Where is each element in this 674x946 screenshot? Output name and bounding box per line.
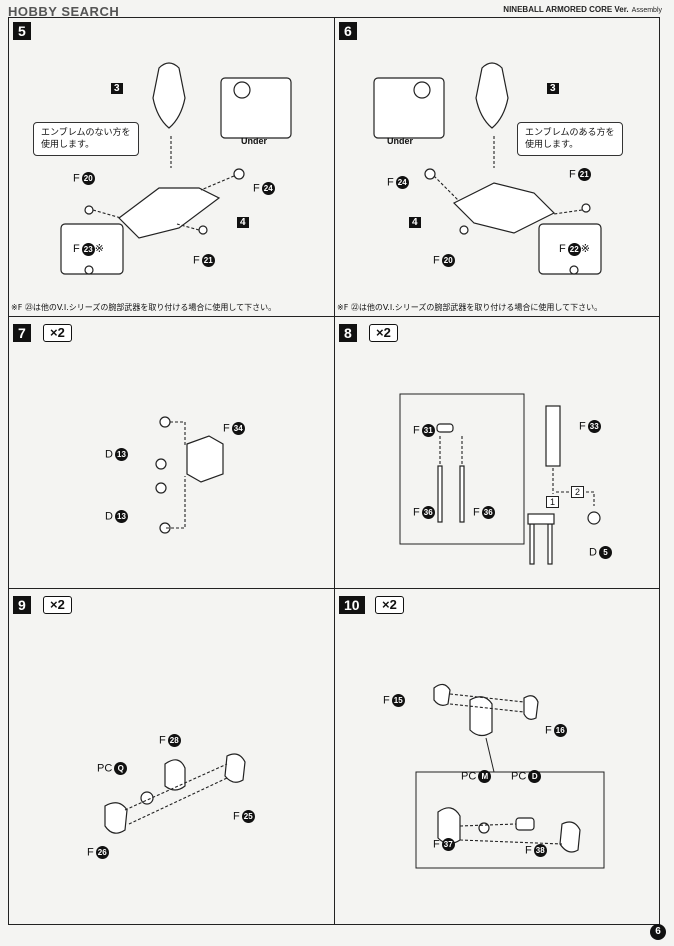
grid-divider: [9, 588, 659, 590]
step-9-illustration: [104, 753, 246, 834]
step-7-number: 7: [13, 324, 31, 342]
step-8-number: 8: [339, 324, 357, 342]
step-6-illustration: [373, 62, 602, 275]
site-logo: HOBBY SEARCH: [8, 4, 120, 19]
part-block-3: 3: [547, 82, 559, 94]
sequence-marker-1: 1: [546, 496, 560, 508]
step-5-number: 5: [13, 22, 31, 40]
sequence-marker-2: 2: [571, 486, 585, 498]
step-10-number: 10: [339, 596, 365, 614]
step-6-footnote: ※F ㉒は他のV.I.シリーズの腕部武器を取り付ける場合に使用して下さい。: [337, 303, 603, 312]
step-9-number: 9: [13, 596, 31, 614]
part-4-shape: [118, 187, 221, 239]
step-9-multiplier: ×2: [43, 596, 72, 614]
step-10-illustration: [415, 683, 605, 869]
step-8-multiplier: ×2: [369, 324, 398, 342]
step-10-multiplier: ×2: [375, 596, 404, 614]
manual-title: NINEBALL ARMORED CORE Ver.Assembly: [503, 5, 662, 14]
grid-divider: [9, 316, 659, 318]
step-5-footnote: ※F ㉓は他のV.I.シリーズの腕部武器を取り付ける場合に使用して下さい。: [11, 303, 277, 312]
under-label: Under: [241, 136, 268, 146]
step-7-multiplier: ×2: [43, 324, 72, 342]
part-block-4: 4: [409, 216, 421, 228]
page-number: 6: [650, 924, 666, 940]
step-5-callout: エンブレムのない方を 使用します。: [33, 122, 139, 157]
grid-divider: [334, 18, 336, 924]
top-bar: HOBBY SEARCH NINEBALL ARMORED CORE Ver.A…: [0, 0, 674, 22]
step-6-number: 6: [339, 22, 357, 40]
part-block-4: 4: [237, 216, 249, 228]
step-8-illustration: [399, 393, 601, 565]
step-5-illustration: [60, 62, 292, 275]
step-6-callout: エンブレムのある方を 使用します。: [517, 122, 623, 157]
part-3-shape: [152, 62, 186, 129]
step-7-illustration: [155, 416, 224, 534]
part-block-3: 3: [111, 82, 123, 94]
under-label: Under: [387, 136, 414, 146]
